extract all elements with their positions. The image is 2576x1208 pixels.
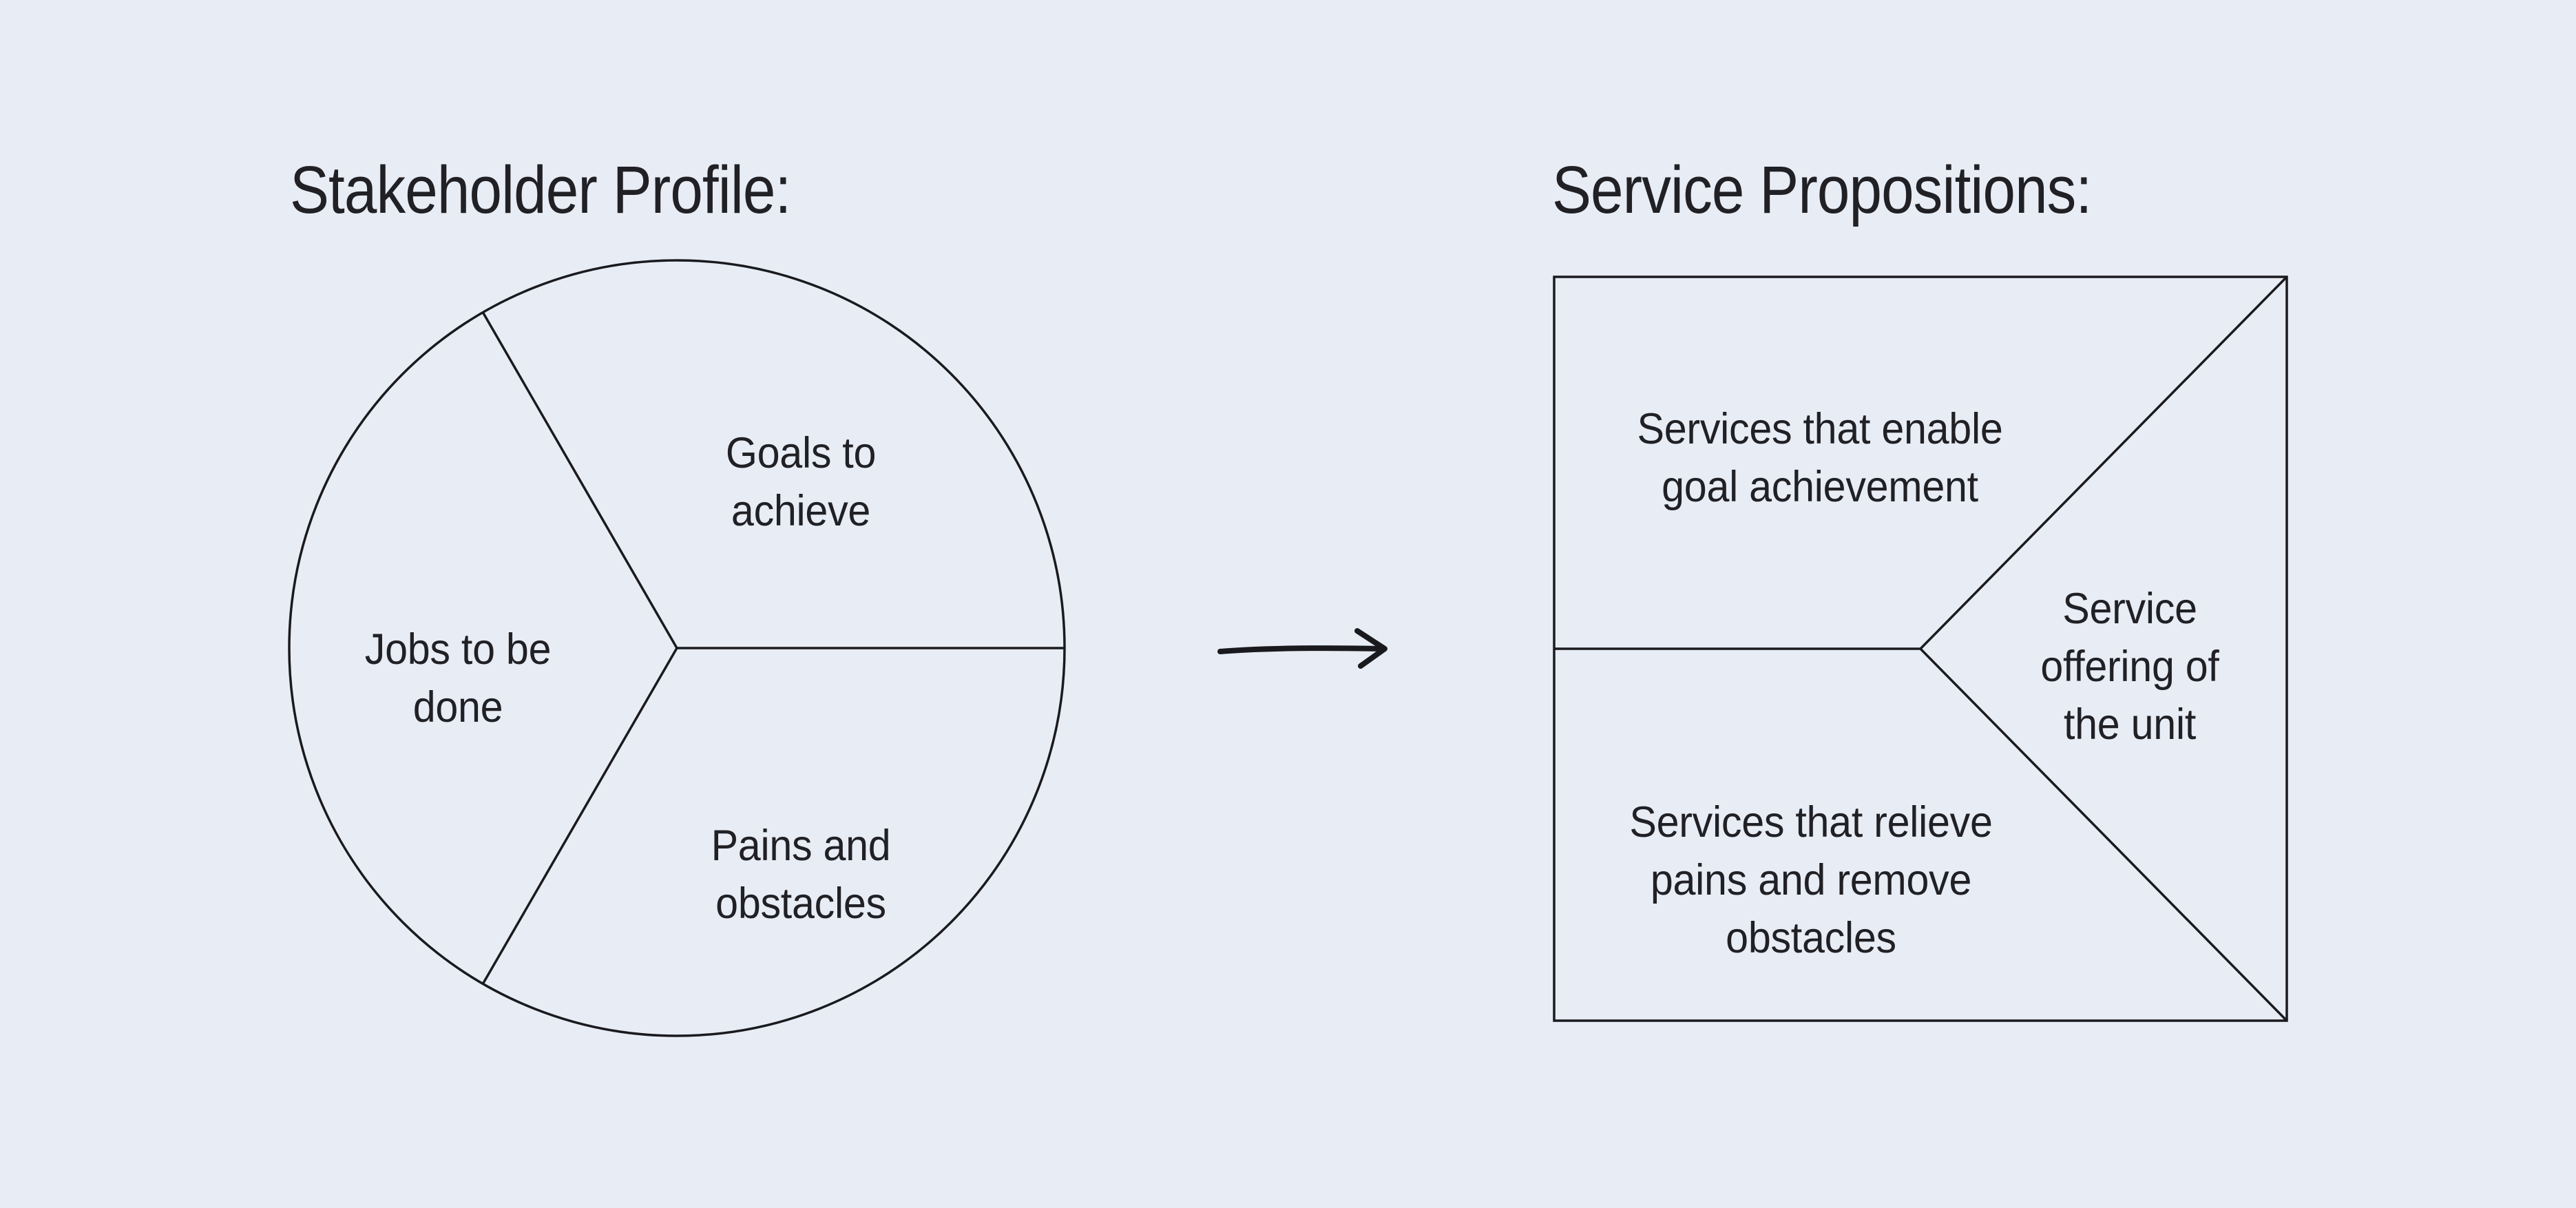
region-label-relieve-pains: Services that relieve pains and remove o… (1629, 798, 1993, 962)
segment-label-goals-to-achieve: Goals to achieve (725, 429, 877, 535)
segment-label-jobs-to-be-done: Jobs to be done (364, 625, 552, 731)
region-label-enable-goal-achievement: Services that enable goal achievement (1637, 405, 2003, 511)
region-label-service-offering: Service offering of the unit (2040, 585, 2219, 749)
arrow-head (1354, 628, 1388, 669)
square-divider-diagonal-down (1919, 647, 2288, 1022)
circle-divider-lower-left (481, 647, 678, 985)
arrow-shaft (1217, 645, 1384, 654)
circle-divider-upper-left (481, 311, 678, 649)
segment-label-pains-and-obstacles: Pains and obstacles (711, 822, 891, 928)
square-divider-diagonal-up (1919, 275, 2288, 650)
service-propositions-title: Service Propositions: (1552, 152, 2092, 227)
stakeholder-profile-title: Stakeholder Profile: (290, 152, 791, 227)
